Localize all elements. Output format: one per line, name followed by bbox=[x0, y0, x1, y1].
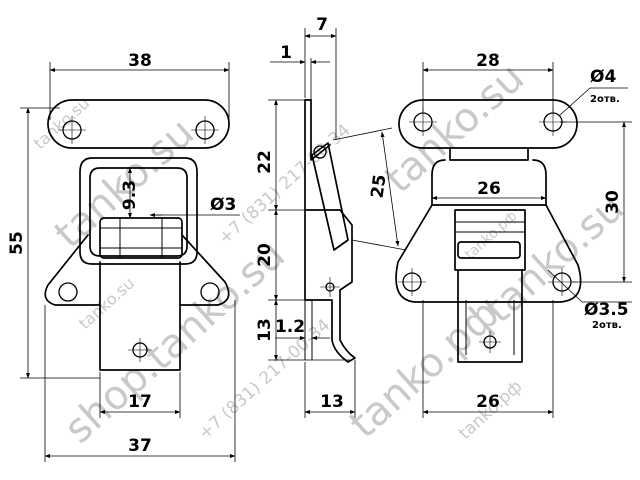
dim-rear-hole-small: Ø3.5 bbox=[584, 300, 629, 320]
front-wire-bail-outer bbox=[79, 157, 198, 265]
rear-mechanism-roll bbox=[457, 241, 521, 259]
dim-rear-hole-big: Ø4 bbox=[590, 67, 616, 87]
dim-front-bottom-inner: 17 bbox=[128, 392, 152, 412]
dim-side-offset: 1.2 bbox=[275, 317, 305, 337]
rear-top-plate bbox=[398, 99, 578, 149]
dim-side-lower: 13 bbox=[255, 318, 275, 342]
front-base-hole-left bbox=[58, 282, 78, 302]
front-base-wings bbox=[44, 234, 230, 306]
dim-side-bottom: 13 bbox=[320, 392, 344, 412]
dim-side-middle: 20 bbox=[255, 243, 275, 267]
dim-front-hole: Ø3 bbox=[210, 195, 236, 215]
dim-front-height: 55 bbox=[7, 231, 27, 255]
dim-side-thickness: 1 bbox=[280, 43, 292, 63]
dim-front-bottom-total: 37 bbox=[128, 436, 152, 456]
front-top-plate bbox=[47, 99, 230, 149]
dim-rear-hole-big-count: 2отв. bbox=[590, 94, 620, 105]
dim-side-top: 7 bbox=[316, 15, 328, 35]
side-lever-pivot bbox=[313, 145, 327, 159]
front-base-hole-right bbox=[200, 282, 220, 302]
side-base-block bbox=[304, 209, 356, 363]
rear-mechanism-housing bbox=[454, 209, 526, 271]
dim-side-angle-length: 25 bbox=[367, 173, 390, 199]
dim-rear-top-width: 28 bbox=[476, 51, 500, 71]
side-view: 7 1 22 25 20 13 1.2 13 bbox=[255, 15, 407, 418]
rear-tongue bbox=[457, 269, 523, 363]
dim-rear-height: 30 bbox=[603, 190, 623, 214]
watermark-site-small-lower: tanko.su bbox=[75, 273, 138, 333]
rear-view: 28 Ø4 2отв. 30 26 Ø3.5 2отв. 26 bbox=[395, 51, 632, 418]
front-hinge-roll bbox=[99, 217, 183, 259]
dim-rear-bottom-width: 26 bbox=[476, 392, 500, 412]
dim-side-upper: 22 bbox=[255, 150, 275, 174]
side-top-plate bbox=[304, 99, 331, 211]
rear-base-plate bbox=[395, 204, 582, 303]
front-tongue bbox=[99, 261, 181, 371]
dim-front-top-width: 38 bbox=[128, 51, 152, 71]
rear-bail bbox=[431, 159, 547, 206]
front-wire-bail-inner bbox=[89, 167, 188, 257]
dim-rear-hole-small-count: 2отв. bbox=[592, 320, 622, 331]
watermark-site-ru-top: tanko.рф bbox=[462, 208, 520, 263]
rear-neck bbox=[449, 147, 529, 161]
dim-front-inner: 9.3 bbox=[120, 180, 140, 210]
dim-rear-inner-width: 26 bbox=[477, 179, 501, 199]
front-view: 38 55 9.3 Ø3 17 37 bbox=[7, 51, 240, 462]
